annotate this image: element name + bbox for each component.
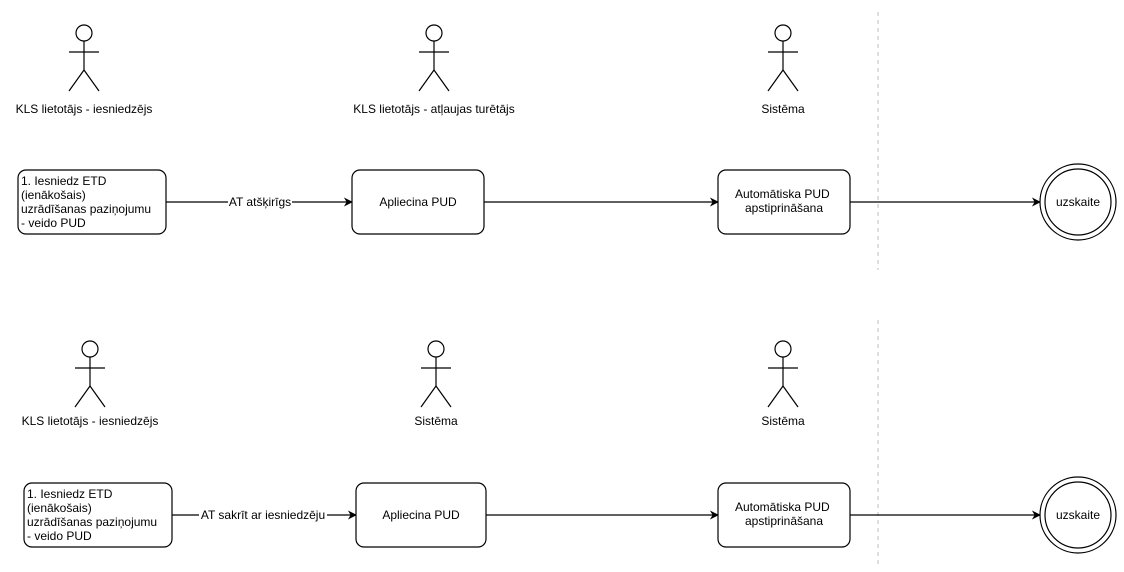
- auto-approval-line: Automātiska PUD: [735, 500, 830, 514]
- edge-label-bg-2: [199, 508, 327, 522]
- start-task-line: (ienākošais): [21, 188, 86, 202]
- start-task-line: - veido PUD: [27, 529, 92, 543]
- start-task-line: (ienākošais): [27, 501, 92, 515]
- end-node-label-2: uzskaite: [1056, 508, 1100, 522]
- start-task-text-2: 1. Iesniedz ETD (ienākošais) uzrādīšanas…: [27, 487, 160, 543]
- apliecina-pud-text-2: Apliecina PUD: [382, 508, 460, 522]
- actor-label-iesniedzejs-1: KLS lietotājs - iesniedzējs: [16, 102, 153, 116]
- edge-label-bg-1: [228, 195, 292, 209]
- actor-icon-sistema-2: [420, 340, 452, 408]
- start-task-line: 1. Iesniedz ETD: [21, 174, 107, 188]
- auto-approval-line: apstiprināšana: [745, 514, 823, 528]
- start-task-text-1: 1. Iesniedz ETD (ienākošais) uzrādīšanas…: [21, 174, 154, 230]
- actor-icon-iesniedzejs-2: [74, 340, 106, 408]
- start-task-line: uzrādīšanas paziņojumu: [21, 202, 151, 216]
- edge-label-1: AT atšķirīgs: [229, 195, 291, 209]
- actor-icon-sistema-1: [767, 24, 799, 92]
- actor-label-iesniedzejs-2: KLS lietotājs - iesniedzējs: [22, 414, 159, 428]
- actor-label-atlaujas-turetajs: KLS lietotājs - atļaujas turētājs: [353, 102, 514, 116]
- actor-icon-atlaujas-turetajs: [418, 24, 450, 92]
- actor-label-sistema-3: Sistēma: [761, 414, 805, 428]
- actor-icon-iesniedzejs-1: [68, 24, 100, 92]
- actor-label-sistema-1: Sistēma: [761, 102, 805, 116]
- apliecina-pud-text-1: Apliecina PUD: [379, 195, 457, 209]
- auto-approval-text-2: Automātiska PUD apstiprināšana: [735, 500, 833, 528]
- end-node-label-1: uzskaite: [1056, 195, 1100, 209]
- edge-label-2: AT sakrīt ar iesniedzēju: [201, 508, 325, 522]
- auto-approval-text-1: Automātiska PUD apstiprināšana: [735, 187, 833, 215]
- start-task-line: uzrādīšanas paziņojumu: [27, 515, 157, 529]
- actor-icon-sistema-3: [767, 340, 799, 408]
- auto-approval-line: Automātiska PUD: [735, 187, 830, 201]
- end-node-1[interactable]: [1039, 163, 1117, 241]
- start-task-line: - veido PUD: [21, 216, 86, 230]
- start-task-line: 1. Iesniedz ETD: [27, 487, 113, 501]
- actor-label-sistema-2: Sistēma: [414, 414, 458, 428]
- auto-approval-line: apstiprināšana: [745, 201, 823, 215]
- end-node-2[interactable]: [1039, 476, 1117, 554]
